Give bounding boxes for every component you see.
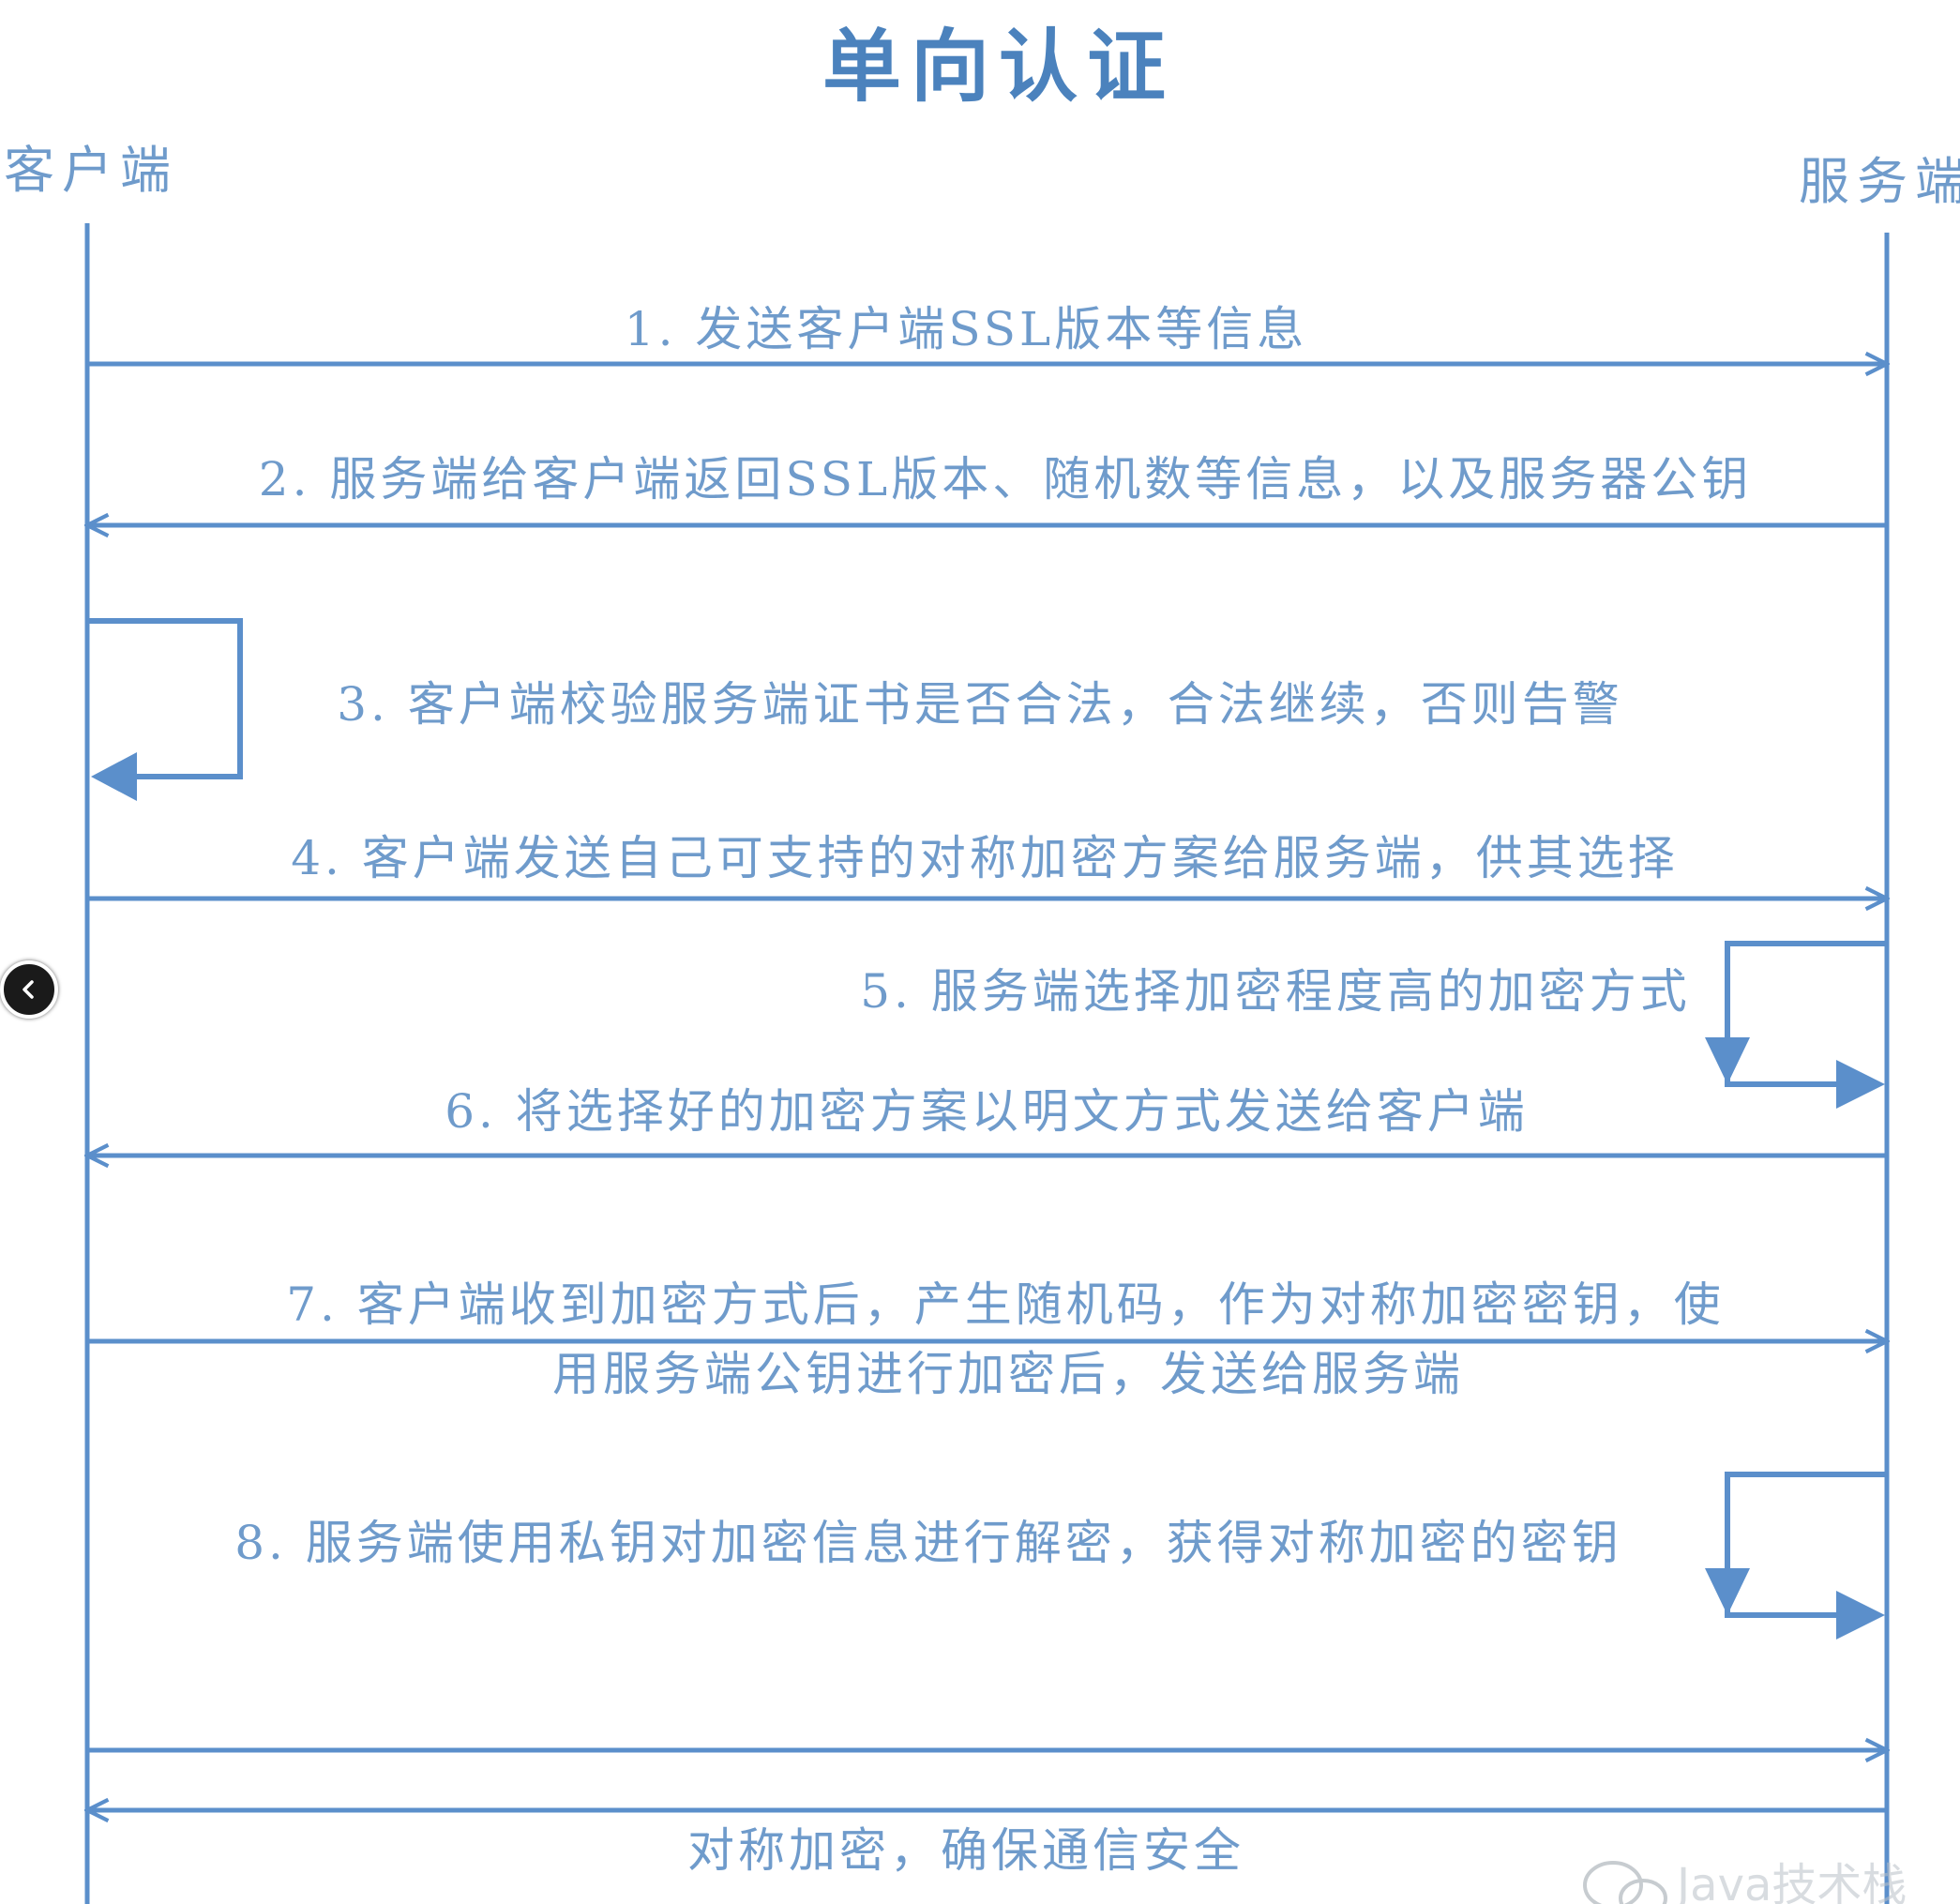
step-8-loop [1725, 1472, 1887, 1618]
step-3-label: 3. 客户端校验服务端证书是否合法，合法继续，否则告警 [337, 677, 1623, 732]
step-1-label: 1. 发送客户端SSL版本等信息 [625, 302, 1307, 356]
step-2-label: 2. 服务端给客户端返回SSL版本、随机数等信息，以及服务器公钥 [259, 452, 1752, 506]
diagram-title: 单向认证 [822, 21, 1175, 113]
client-lane-label: 客户端 [4, 141, 178, 200]
final-label: 对称加密，确保通信安全 [687, 1823, 1244, 1878]
final-exchange: 对称加密，确保通信安全 [87, 1750, 1887, 1878]
step-3: 3. 客户端校验服务端证书是否合法，合法继续，否则告警 [87, 618, 1623, 801]
step-5: 5. 服务端选择加密程度高的加密方式 [860, 941, 1887, 1109]
step-6: 6. 将选择好的加密方案以明文方式发送给客户端 [87, 1084, 1887, 1156]
chevron-left-icon [19, 979, 39, 1000]
step-8: 8. 服务端使用私钥对加密信息进行解密，获得对称加密的密钥 [234, 1472, 1887, 1640]
step-5-right-arrowhead [1836, 1060, 1885, 1109]
step-3-self-loop [87, 618, 243, 779]
step-6-label: 6. 将选择好的加密方案以明文方式发送给客户端 [445, 1084, 1529, 1139]
step-8-down-arrowhead [1705, 1568, 1750, 1615]
step-2: 2. 服务端给客户端返回SSL版本、随机数等信息，以及服务器公钥 [87, 452, 1887, 525]
step-8-label: 8. 服务端使用私钥对加密信息进行解密，获得对称加密的密钥 [234, 1516, 1622, 1570]
step-5-loop [1725, 941, 1887, 1087]
step-5-down-arrowhead [1705, 1037, 1750, 1084]
step-7: 7. 客户端收到加密方式后，产生随机码，作为对称加密密钥，使 用服务端公钥进行加… [87, 1277, 1887, 1401]
step-8-right-arrowhead [1836, 1591, 1885, 1640]
step-4-label: 4. 客户端发送自己可支持的对称加密方案给服务端，供其选择 [291, 831, 1679, 885]
step-7-label-line-2: 用服务端公钥进行加密后，发送给服务端 [552, 1347, 1464, 1401]
step-7-label-line-1: 7. 客户端收到加密方式后，产生随机码，作为对称加密密钥，使 [286, 1277, 1725, 1332]
server-lane-label: 服务端 [1799, 152, 1960, 211]
step-4: 4. 客户端发送自己可支持的对称加密方案给服务端，供其选择 [87, 831, 1887, 899]
previous-button[interactable] [0, 960, 58, 1019]
wechat-icon [1583, 1861, 1667, 1904]
watermark: Java技术栈 [1583, 1859, 1907, 1904]
step-3-arrowhead [91, 752, 137, 801]
watermark-text: Java技术栈 [1674, 1859, 1907, 1904]
step-5-label: 5. 服务端选择加密程度高的加密方式 [860, 964, 1691, 1019]
step-1: 1. 发送客户端SSL版本等信息 [87, 302, 1887, 364]
